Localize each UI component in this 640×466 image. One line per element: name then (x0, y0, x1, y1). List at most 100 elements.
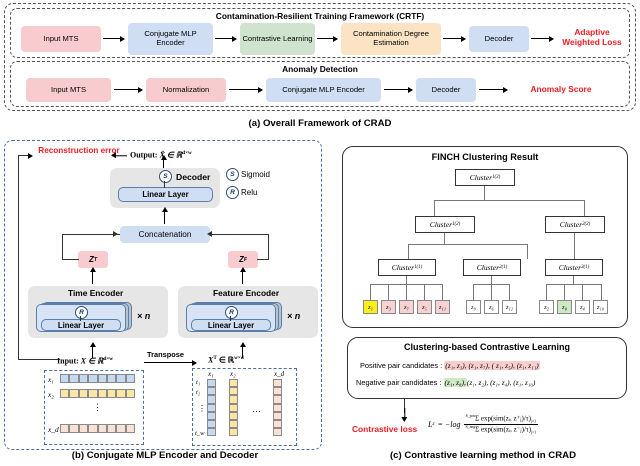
input-rows-ellipsis: ⋮ (93, 402, 102, 412)
cell (229, 419, 239, 429)
tree-edge-l2-1-h (408, 244, 528, 246)
cell (97, 389, 107, 399)
cell (125, 424, 136, 434)
ad-arrow-2 (229, 85, 263, 94)
leaf-conn-g3-b (564, 284, 566, 300)
caption-b: (b) Conjugate MLP Encoder and Decoder (71, 450, 259, 461)
relu-legend-icon: R (226, 186, 239, 199)
z-feature-symbol: Z (238, 255, 244, 264)
row-label-x1: x₁ (48, 375, 54, 384)
cell (106, 389, 117, 399)
transpose-arrow (144, 358, 197, 367)
input-exp: d×w (103, 356, 114, 362)
leaf-conn-g3-c (582, 284, 584, 300)
leaf-conn-g3-h (546, 284, 602, 286)
concat-arrow-right (207, 231, 212, 237)
feature-linear-layer: Linear Layer (191, 319, 271, 331)
ad-node-normalization: Normalization (146, 78, 226, 102)
input-to-feature-encoder-arrow (238, 342, 247, 358)
sigmoid-legend-label: Sigmoid (241, 170, 270, 179)
loss-connector-arrow (404, 408, 406, 417)
cell (229, 403, 239, 412)
cell (60, 374, 70, 384)
transposed-label: XT ∈ ℝw×d (208, 355, 244, 365)
zt-elbow-bottom (62, 259, 79, 261)
tree-node-l2-2-sup: (2) (584, 222, 591, 227)
cell (273, 387, 283, 396)
input-label: Input: X ∈ ℝd×w (57, 356, 113, 366)
decoder-activation-connector (164, 181, 166, 188)
output-up-arrow (159, 155, 168, 170)
loss-den-lim-bot: j=1 (531, 430, 537, 435)
leaf-conn-g1-e (442, 284, 444, 300)
concat-arrow-left (113, 231, 118, 237)
cell (116, 374, 126, 384)
negative-pairs-highlighted: (z₁, z₈), (443, 378, 467, 387)
crtf-arrow-1 (103, 34, 125, 43)
time-encoder-title: Time Encoder (68, 288, 124, 298)
input-to-time-encoder-arrow (88, 342, 97, 358)
leaf-conn-g1-c (406, 284, 408, 300)
tree-node-l1-1-sup: (1) (416, 265, 423, 270)
leaf-z12: z₁₂ (502, 300, 517, 314)
decoder-title: Decoder (176, 172, 211, 182)
ad-arrow-4 (479, 85, 508, 94)
leaf-z10: z₁₀ (593, 300, 608, 314)
feedback-line-bottom (18, 359, 60, 361)
decoder-linear-layer: Linear Layer (118, 187, 213, 202)
contrastive-loss-label: Contrastive loss (352, 424, 418, 434)
tree-node-l1-3-name: Cluster (558, 263, 582, 272)
ad-arrow-1 (114, 85, 143, 94)
cell (273, 395, 283, 404)
zf-elbow-vertical (268, 234, 270, 260)
tree-edge-l2-1-down (444, 233, 446, 244)
sigmoid-legend-icon: S (226, 168, 239, 181)
negative-pairs-label: Negative pair candidates : (356, 378, 442, 387)
cell (207, 379, 217, 388)
cell (78, 374, 89, 384)
leaf-z7: z₇ (399, 300, 414, 314)
concatenation-box: Concatenation (120, 226, 210, 243)
sigmoid-icon: S (159, 170, 172, 183)
loss-den-expr: Σ exp(sim(zᵢ, z⁻ⱼ)/τ) (475, 425, 532, 434)
transpose-label: Transpose (147, 350, 184, 359)
cell (69, 424, 79, 434)
ad-output-score: Anomaly Score (530, 84, 592, 95)
zt-elbow-top (62, 234, 120, 236)
positive-pairs-row: Positive pair candidates : (z₁, z₃), (z₁… (360, 361, 540, 370)
reconstruction-error-label: Reconstruction error (38, 146, 120, 155)
leaf-conn-g1-a (370, 284, 372, 300)
output-math: X̂ ∈ ℝ (159, 150, 183, 160)
cell (229, 387, 239, 396)
crtf-arrow-5 (531, 34, 554, 43)
loss-numerator: S_posΣ exp(sim(zᵢ, z⁺ⱼ)/τ)j=1 (463, 414, 539, 425)
tree-edge-l2-1-r (527, 244, 529, 259)
input-label-text: Input: (57, 356, 79, 366)
output-label-text: Output: (130, 150, 158, 160)
feature-activation-connector (230, 316, 232, 321)
leaf-z8: z₈ (557, 300, 572, 314)
leaf-conn-g1-d (424, 284, 426, 300)
cell (106, 424, 117, 434)
feedback-arrow-top (18, 151, 33, 160)
anomaly-detection-box: Anomaly Detection Input MTS Normalizatio… (10, 61, 630, 107)
transposed-exp: w×d (234, 355, 244, 361)
cell (116, 424, 126, 434)
loss-connector-line (404, 399, 406, 413)
caption-a: (a) Overall Framework of CRAD (248, 118, 392, 129)
cell (60, 424, 70, 434)
transposed-tensor-block (192, 368, 297, 446)
loss-lhs: L (428, 419, 433, 429)
transposed-cols-ellipsis: … (252, 404, 262, 414)
tree-edge-root-down (484, 186, 486, 200)
leaf-conn-g3-a (546, 284, 548, 300)
tree-edge-root-l (434, 200, 436, 216)
loss-eq: = −log (437, 419, 461, 429)
transposed-rest: ∈ ℝ (216, 355, 235, 365)
z-time-symbol: Z (88, 255, 94, 264)
